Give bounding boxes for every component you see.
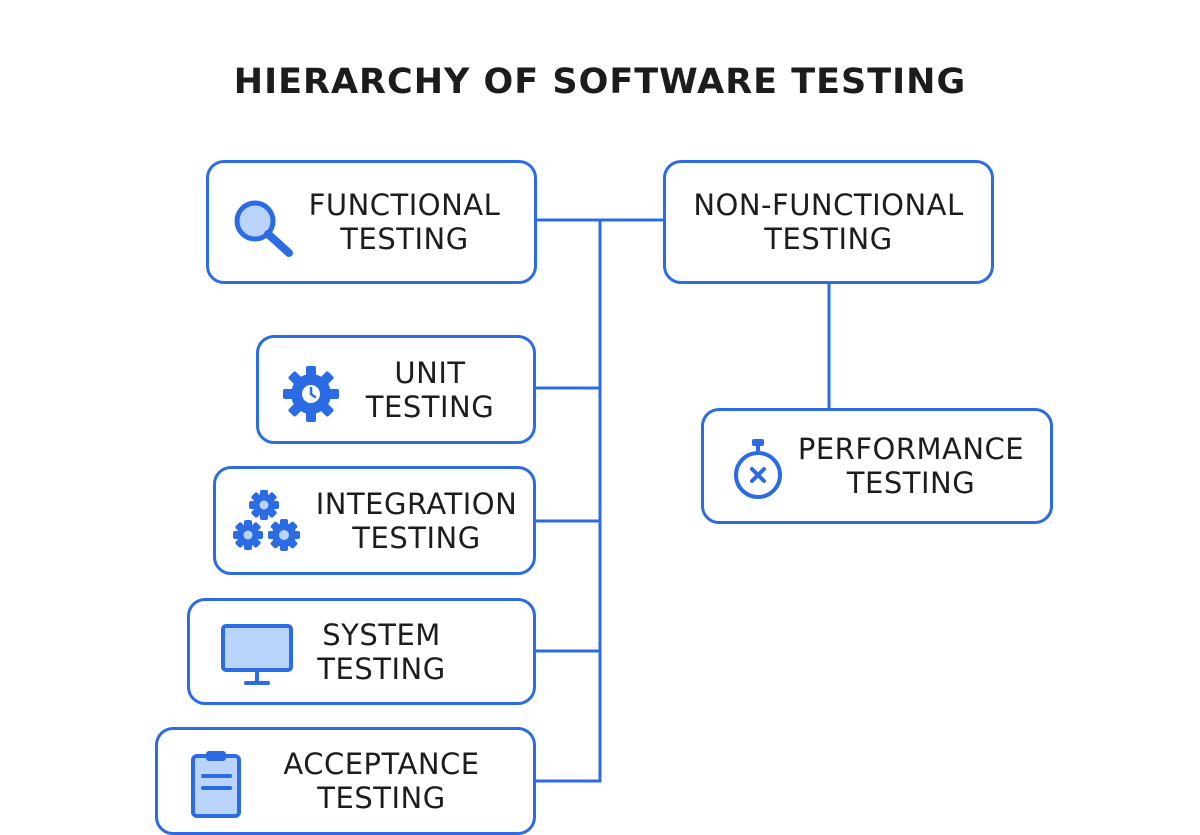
non-functional-label-line2: TESTING	[764, 222, 893, 256]
system-label-line2: TESTING	[317, 651, 446, 686]
performance-testing-node: PERFORMANCE TESTING	[701, 408, 1053, 524]
unit-label-line1: UNIT	[394, 355, 466, 390]
monitor-icon	[220, 623, 296, 687]
non-functional-label-line1: NON-FUNCTIONAL	[693, 188, 964, 222]
non-functional-testing-node: NON-FUNCTIONAL TESTING	[663, 160, 994, 284]
system-testing-node: SYSTEM TESTING	[187, 598, 536, 705]
integration-testing-node: INTEGRATION TESTING	[213, 466, 536, 575]
gears-icon	[232, 487, 304, 559]
integration-label-line2: TESTING	[352, 520, 481, 555]
stopwatch-icon	[728, 437, 788, 501]
integration-label-line1: INTEGRATION	[315, 486, 518, 521]
performance-label-line1: PERFORMANCE	[797, 432, 1025, 466]
clipboard-icon	[190, 750, 244, 820]
performance-label-line2: TESTING	[846, 466, 976, 500]
acceptance-label-line2: TESTING	[317, 781, 446, 815]
diagram-title: HIERARCHY OF SOFTWARE TESTING	[233, 62, 967, 102]
magnifier-icon	[231, 197, 297, 259]
functional-label-line1: FUNCTIONAL	[308, 188, 501, 222]
connector-lines	[534, 218, 831, 783]
acceptance-label-line1: ACCEPTANCE	[283, 747, 480, 781]
acceptance-testing-node: ACCEPTANCE TESTING	[155, 727, 536, 835]
functional-testing-node: FUNCTIONAL TESTING	[206, 160, 537, 284]
functional-label-line2: TESTING	[340, 222, 469, 256]
unit-label-line2: TESTING	[365, 389, 495, 424]
system-label-line1: SYSTEM	[322, 617, 441, 652]
gear-icon	[281, 364, 341, 424]
unit-testing-node: UNIT TESTING	[256, 335, 536, 444]
